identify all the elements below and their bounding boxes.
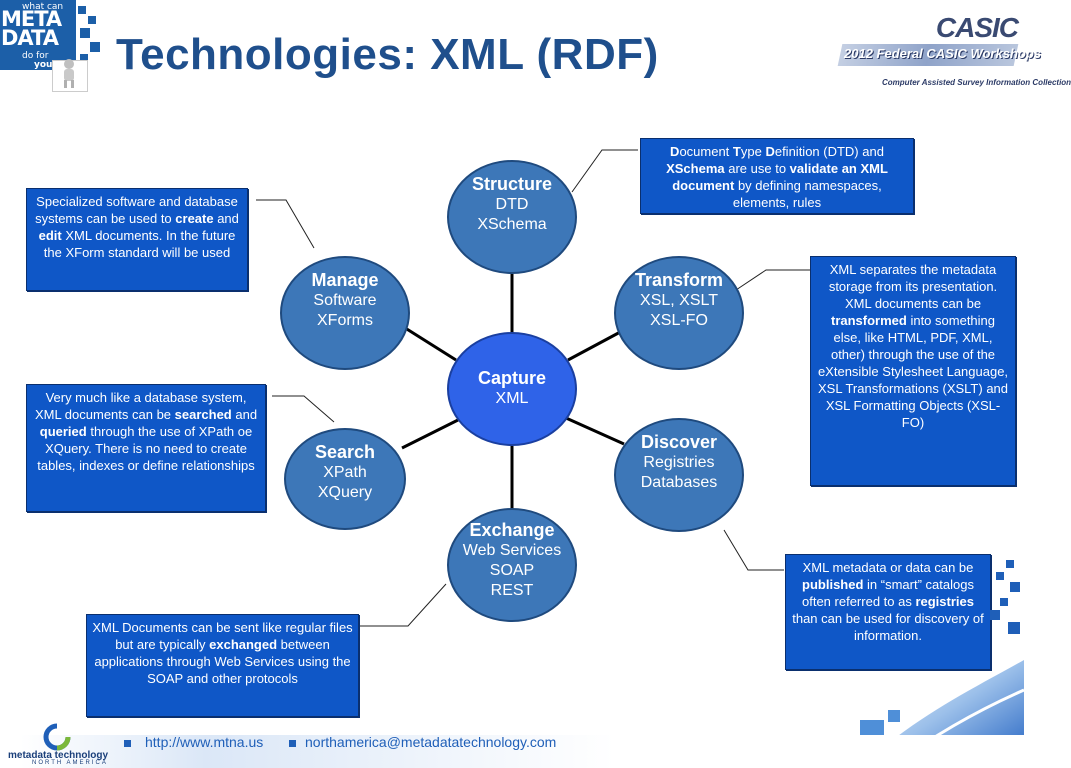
node-line: XSL, XSLT [640, 292, 718, 309]
node-line: XML [495, 390, 529, 407]
casic-word: CASIC [935, 12, 1019, 43]
logo-you-text: you [34, 60, 53, 70]
node-transform: Transform XSL, XSLT XSL-FO [614, 256, 744, 370]
slide-title: Technologies: XML (RDF) [116, 30, 659, 79]
mt-logo-name: metadata technology [8, 750, 109, 761]
node-line: Software [313, 292, 377, 309]
node-manage: Manage Software XForms [280, 256, 410, 370]
node-line: XSL-FO [650, 312, 708, 329]
spoke-transform [567, 328, 625, 362]
footer-email-link[interactable]: northamerica@metadatatechnology.com [305, 734, 557, 750]
spoke-manage [401, 324, 457, 362]
callout-exchange: XML Documents can be sent like regular f… [86, 614, 359, 717]
leader-discover [723, 529, 784, 571]
leader-manage [256, 199, 315, 249]
logo-top-text: what can [22, 2, 64, 12]
diagram-connectors [256, 149, 810, 627]
node-structure: Structure DTD XSchema [447, 160, 577, 274]
footer-bar [0, 735, 1024, 768]
leader-dtd [571, 149, 638, 193]
node-line: Registries [643, 454, 715, 471]
footer-bullet [124, 740, 131, 747]
node-discover: Discover Registries Databases [614, 418, 744, 532]
node-line: Web Services [462, 542, 562, 559]
mt-logo-region: NORTH AMERICA [32, 760, 108, 766]
node-line: XForms [317, 312, 373, 329]
figure-icon [58, 58, 80, 88]
node-line: Databases [640, 474, 718, 491]
metadata-logo: what can META DATA do for you [0, 0, 100, 92]
footer-bullet [289, 740, 296, 747]
node-title: Search [314, 442, 376, 462]
node-line: SOAP [489, 562, 535, 579]
node-title: Structure [471, 174, 552, 194]
casic-logo: CASIC 2012 Federal CASIC Workshops Compu… [826, 8, 1071, 92]
callout-manage: Specialized software and database system… [26, 188, 248, 291]
node-title: Manage [311, 270, 379, 290]
casic-tagline: Computer Assisted Survey Information Col… [882, 78, 1071, 87]
node-line: XQuery [317, 484, 373, 501]
node-title: Exchange [469, 520, 555, 540]
node-line: DTD [495, 196, 529, 213]
leader-exchange [360, 583, 447, 627]
callout-transform: XML separates the metadata storage from … [810, 256, 1016, 486]
metadata-technology-logo: metadata technology NORTH AMERICA [4, 722, 120, 766]
spoke-search [401, 418, 459, 450]
node-exchange: Exchange Web Services SOAP REST [447, 508, 577, 622]
callout-discover: XML metadata or data can be published in… [785, 554, 991, 670]
leader-transform [735, 269, 810, 291]
casic-band-text: 2012 Federal CASIC Workshops [844, 46, 1041, 61]
spoke-discover [565, 416, 625, 446]
node-search: Search XPath XQuery [284, 428, 406, 530]
node-capture: Capture XML [447, 332, 577, 446]
callout-search: Very much like a database system, XML do… [26, 384, 266, 512]
logo-dofor-text: do for [22, 51, 49, 61]
logo-data-text: DATA [1, 26, 59, 50]
node-title: Capture [477, 368, 546, 388]
node-line: REST [490, 582, 534, 599]
logo-meta-text: META [1, 7, 62, 31]
mt-swirl-icon [42, 723, 72, 751]
node-title: Discover [640, 432, 718, 452]
callout-dtd: Document Type Definition (DTD) and XSche… [640, 138, 914, 214]
node-line: XSchema [477, 216, 547, 233]
footer-url-link[interactable]: http://www.mtna.us [145, 734, 264, 750]
node-line: XPath [323, 464, 367, 481]
node-title: Transform [634, 270, 724, 290]
leader-search [272, 395, 335, 423]
